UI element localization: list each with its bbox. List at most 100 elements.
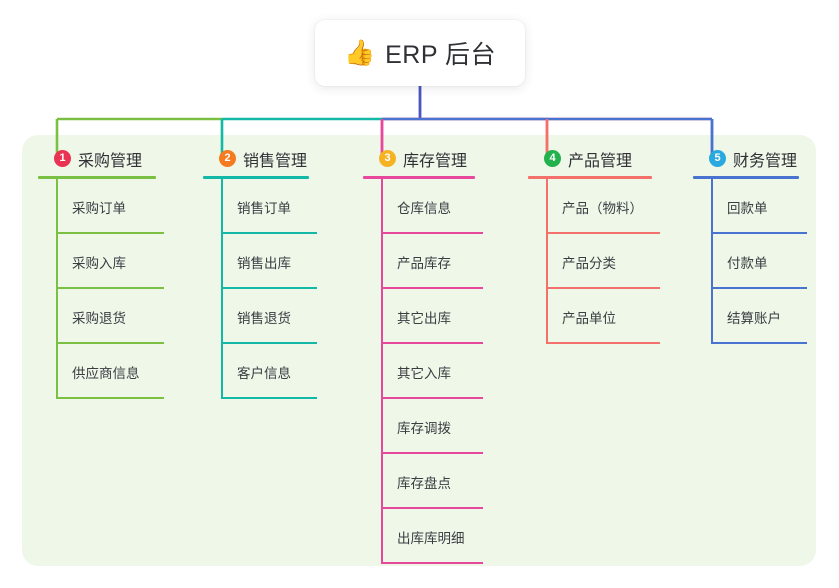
branch-header-rule-3 xyxy=(363,176,475,179)
branch-item[interactable]: 采购入库 xyxy=(38,234,188,289)
branch-item[interactable]: 库存盘点 xyxy=(363,454,513,509)
branch-trunk-2 xyxy=(221,179,223,399)
branch-trunk-3 xyxy=(381,179,383,564)
thumbs-up-icon: 👍 xyxy=(343,38,376,67)
branch-item[interactable]: 产品分类 xyxy=(528,234,678,289)
branch-item-rule xyxy=(381,287,483,289)
branch-items-1: 采购订单采购入库采购退货供应商信息 xyxy=(38,179,188,399)
branch-item[interactable]: 销售订单 xyxy=(203,179,353,234)
branch-item-rule xyxy=(546,342,660,344)
branch-item-rule xyxy=(381,562,483,564)
branch-item-label: 出库库明细 xyxy=(397,531,465,546)
branch-header-3[interactable]: 3 库存管理 xyxy=(363,145,513,172)
branch-item-rule xyxy=(56,287,164,289)
branch-item-rule xyxy=(711,287,807,289)
branch-item[interactable]: 回款单 xyxy=(693,179,839,234)
branch-item[interactable]: 销售出库 xyxy=(203,234,353,289)
branch-item[interactable]: 其它入库 xyxy=(363,344,513,399)
branch-item-rule xyxy=(546,287,660,289)
branch-title-1: 采购管理 xyxy=(78,152,143,170)
branch-title-2: 销售管理 xyxy=(243,152,308,170)
branch-column-5: 5 财务管理回款单付款单结算账户 xyxy=(693,145,839,344)
branch-item-label: 产品库存 xyxy=(397,256,451,271)
branch-item-label: 销售退货 xyxy=(237,311,291,326)
branch-items-5: 回款单付款单结算账户 xyxy=(693,179,839,344)
branch-trunk-4 xyxy=(546,179,548,344)
branch-item[interactable]: 采购订单 xyxy=(38,179,188,234)
branch-header-rule-4 xyxy=(528,176,652,179)
branch-item-label: 库存调拨 xyxy=(397,421,451,436)
root-node-card[interactable]: 👍 ERP 后台 xyxy=(315,20,525,86)
branch-item-label: 产品单位 xyxy=(562,311,616,326)
branch-title-4: 产品管理 xyxy=(568,152,633,170)
branch-title-5: 财务管理 xyxy=(733,152,798,170)
branch-header-rule-2 xyxy=(203,176,309,179)
branch-item[interactable]: 仓库信息 xyxy=(363,179,513,234)
branch-item-label: 销售订单 xyxy=(237,201,291,216)
branch-item[interactable]: 付款单 xyxy=(693,234,839,289)
branch-header-2[interactable]: 2 销售管理 xyxy=(203,145,353,172)
branch-badge-4: 4 xyxy=(544,150,561,167)
branch-item-label: 其它入库 xyxy=(397,366,451,381)
branch-item[interactable]: 采购退货 xyxy=(38,289,188,344)
branch-item-rule xyxy=(56,232,164,234)
branch-header-rule-1 xyxy=(38,176,156,179)
branch-item-label: 供应商信息 xyxy=(72,366,140,381)
branch-header-rule-5 xyxy=(693,176,799,179)
branch-item[interactable]: 供应商信息 xyxy=(38,344,188,399)
branch-trunk-5 xyxy=(711,179,713,344)
branch-item-label: 采购入库 xyxy=(72,256,126,271)
branch-item-rule xyxy=(381,452,483,454)
branch-item-label: 销售出库 xyxy=(237,256,291,271)
branch-item-rule xyxy=(546,232,660,234)
branch-item[interactable]: 客户信息 xyxy=(203,344,353,399)
branch-item-rule xyxy=(711,232,807,234)
branch-badge-1: 1 xyxy=(54,150,71,167)
branch-item-label: 采购退货 xyxy=(72,311,126,326)
branch-badge-2: 2 xyxy=(219,150,236,167)
branch-item-rule xyxy=(381,342,483,344)
branch-item-rule xyxy=(381,507,483,509)
branch-column-3: 3 库存管理仓库信息产品库存其它出库其它入库库存调拨库存盘点出库库明细 xyxy=(363,145,513,564)
branch-item-label: 产品（物料） xyxy=(562,201,643,216)
branch-item-rule xyxy=(381,232,483,234)
branch-item-label: 回款单 xyxy=(727,201,768,216)
branch-column-4: 4 产品管理产品（物料） 产品分类产品单位 xyxy=(528,145,678,344)
branch-header-4[interactable]: 4 产品管理 xyxy=(528,145,678,172)
branch-badge-5: 5 xyxy=(709,150,726,167)
branch-column-2: 2 销售管理销售订单销售出库销售退货客户信息 xyxy=(203,145,353,399)
branch-item-label: 采购订单 xyxy=(72,201,126,216)
branch-item[interactable]: 产品库存 xyxy=(363,234,513,289)
branch-column-1: 1 采购管理采购订单采购入库采购退货供应商信息 xyxy=(38,145,188,399)
branch-item-label: 其它出库 xyxy=(397,311,451,326)
branch-title-3: 库存管理 xyxy=(403,152,468,170)
branch-item[interactable]: 产品单位 xyxy=(528,289,678,344)
branch-item[interactable]: 出库库明细 xyxy=(363,509,513,564)
branch-item-rule xyxy=(711,342,807,344)
branch-items-4: 产品（物料） 产品分类产品单位 xyxy=(528,179,678,344)
branch-item-label: 结算账户 xyxy=(727,311,781,326)
branch-item[interactable]: 销售退货 xyxy=(203,289,353,344)
branch-item-rule xyxy=(221,232,317,234)
branch-header-5[interactable]: 5 财务管理 xyxy=(693,145,839,172)
branch-item-label: 产品分类 xyxy=(562,256,616,271)
branch-items-3: 仓库信息产品库存其它出库其它入库库存调拨库存盘点出库库明细 xyxy=(363,179,513,564)
branch-item[interactable]: 其它出库 xyxy=(363,289,513,344)
branch-item-label: 仓库信息 xyxy=(397,201,451,216)
branch-badge-3: 3 xyxy=(379,150,396,167)
branch-item-label: 付款单 xyxy=(727,256,768,271)
branch-item[interactable]: 产品（物料） xyxy=(528,179,678,234)
branch-trunk-1 xyxy=(56,179,58,399)
branch-items-2: 销售订单销售出库销售退货客户信息 xyxy=(203,179,353,399)
branch-item-label: 客户信息 xyxy=(237,366,291,381)
branch-header-1[interactable]: 1 采购管理 xyxy=(38,145,188,172)
branch-item-rule xyxy=(221,342,317,344)
branch-item[interactable]: 库存调拨 xyxy=(363,399,513,454)
branch-item-rule xyxy=(56,342,164,344)
branch-item-rule xyxy=(221,287,317,289)
branch-item-rule xyxy=(221,397,317,399)
branch-item[interactable]: 结算账户 xyxy=(693,289,839,344)
root-title: ERP 后台 xyxy=(385,41,497,69)
branch-background-panel xyxy=(22,135,816,566)
